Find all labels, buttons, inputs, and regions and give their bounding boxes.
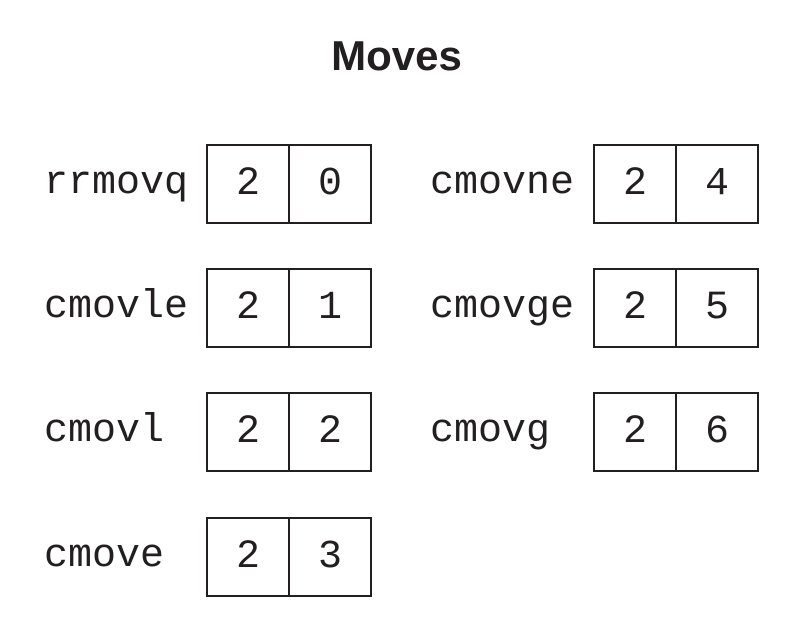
mnemonic-label: rrmovq xyxy=(44,161,189,206)
ifun-cell: 6 xyxy=(704,409,729,455)
mnemonic-label: cmovg xyxy=(430,409,551,454)
mnemonic-label: cmove xyxy=(44,534,165,579)
instruction-byte: 2 6 xyxy=(593,392,759,472)
mnemonic-label: cmovne xyxy=(430,161,575,206)
ifun-cell: 0 xyxy=(317,161,342,207)
ifun-cell: 5 xyxy=(704,285,729,331)
instruction-byte: 2 4 xyxy=(593,144,759,224)
icode-cell: 2 xyxy=(208,270,290,346)
icode-cell: 2 xyxy=(208,519,290,595)
ifun-cell: 1 xyxy=(317,285,342,331)
diagram-title: Moves xyxy=(331,32,462,79)
icode-cell: 2 xyxy=(208,394,290,470)
mnemonic-label: cmovle xyxy=(44,285,189,330)
instruction-byte: 2 1 xyxy=(206,268,372,348)
icode-cell: 2 xyxy=(595,394,677,470)
icode-cell: 2 xyxy=(595,146,677,222)
icode-cell: 2 xyxy=(208,146,290,222)
mnemonic-label: cmovl xyxy=(44,409,165,454)
ifun-cell: 3 xyxy=(317,534,342,580)
mnemonic-label: cmovge xyxy=(430,285,575,330)
instruction-byte: 2 5 xyxy=(593,268,759,348)
instruction-byte: 2 2 xyxy=(206,392,372,472)
ifun-cell: 2 xyxy=(317,409,342,455)
instruction-byte: 2 3 xyxy=(206,517,372,597)
ifun-cell: 4 xyxy=(704,161,729,207)
icode-cell: 2 xyxy=(595,270,677,346)
instruction-byte: 2 0 xyxy=(206,144,372,224)
